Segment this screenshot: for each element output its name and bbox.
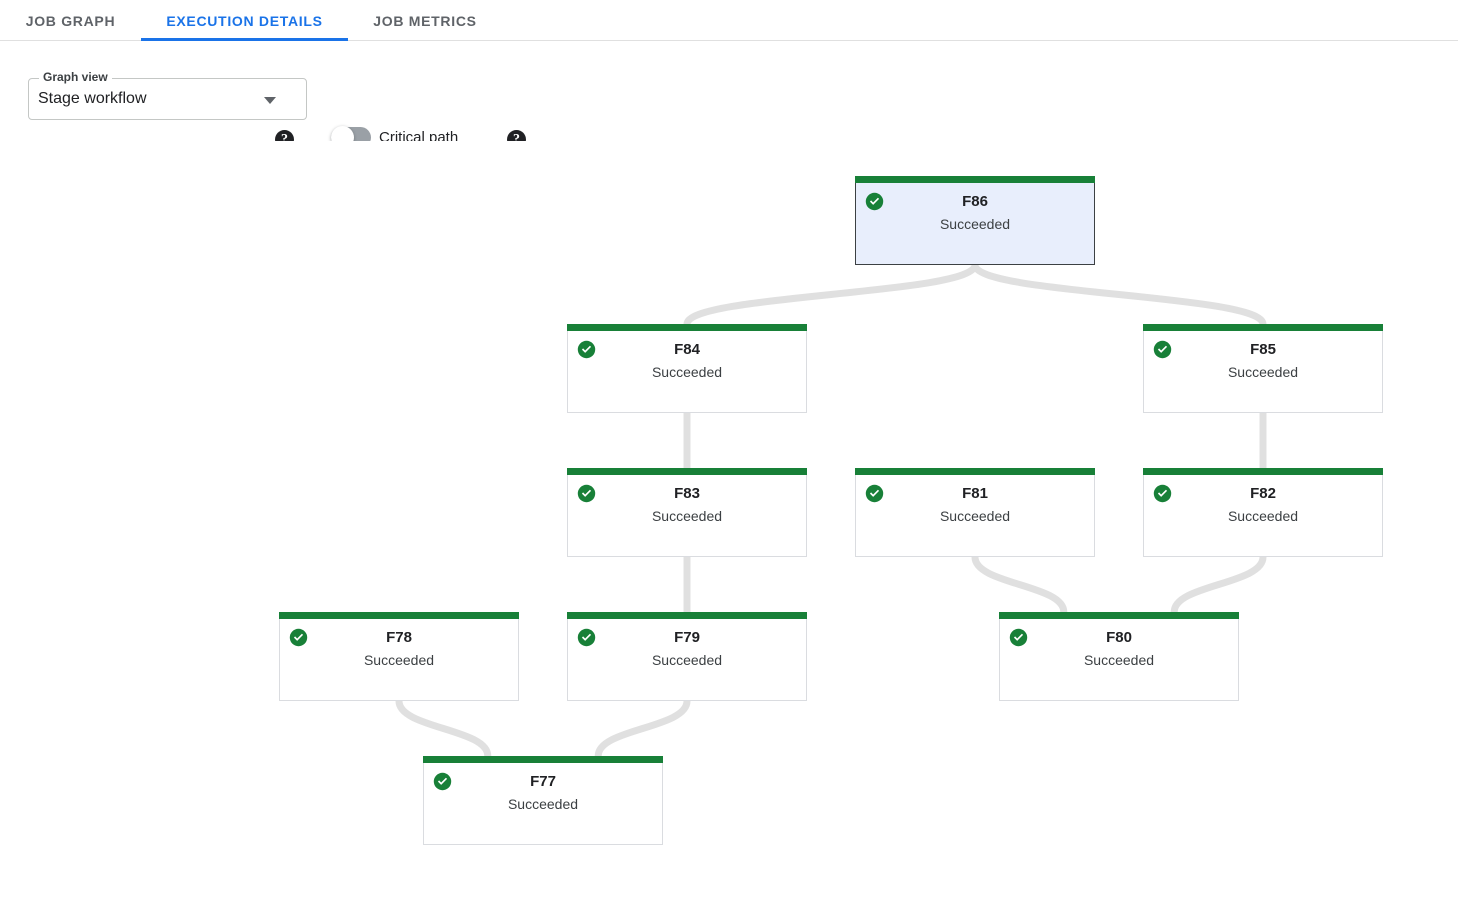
graph-view-selected-value: Stage workflow <box>38 90 147 107</box>
graph-edge-f79-to-f77 <box>594 700 691 757</box>
node-status-bar <box>999 612 1239 619</box>
node-title: F84 <box>674 341 700 358</box>
node-status-bar <box>1143 468 1383 475</box>
node-title: F80 <box>1106 629 1132 646</box>
node-title: F81 <box>962 485 988 502</box>
graph-edge-f86-to-f84 <box>683 263 979 326</box>
node-status-bar <box>279 612 519 619</box>
graph-edge-f78-to-f77 <box>395 700 492 757</box>
graph-edge-f81-to-f80 <box>971 556 1068 613</box>
node-status-bar <box>567 612 807 619</box>
tab-bar: JOB GRAPH EXECUTION DETAILS JOB METRICS <box>0 0 1458 41</box>
node-status-text: Succeeded <box>1227 508 1299 524</box>
graph-edge-f82-to-f80 <box>1170 556 1267 613</box>
check-circle-icon <box>865 484 884 503</box>
graph-view-field-label: Graph view <box>39 71 112 83</box>
node-status-bar <box>567 468 807 475</box>
tab-label: EXECUTION DETAILS <box>166 12 323 29</box>
node-status-text: Succeeded <box>1227 364 1299 380</box>
node-status-text: Succeeded <box>939 216 1011 232</box>
node-status-bar <box>855 468 1095 475</box>
check-circle-icon <box>577 340 596 359</box>
chevron-down-icon[interactable] <box>264 97 276 104</box>
check-circle-icon <box>577 628 596 647</box>
node-status-text: Succeeded <box>651 652 723 668</box>
node-title: F79 <box>674 629 700 646</box>
toolbar: Graph view Stage workflow ? Critical pat… <box>0 41 1458 149</box>
check-circle-icon <box>577 484 596 503</box>
node-status-bar <box>567 324 807 331</box>
check-circle-icon <box>433 772 452 791</box>
graph-edge-f86-to-f85 <box>971 263 1267 326</box>
tab-execution-details[interactable]: EXECUTION DETAILS <box>141 0 348 41</box>
tab-job-graph[interactable]: JOB GRAPH <box>12 0 129 41</box>
node-title: F83 <box>674 485 700 502</box>
node-status-text: Succeeded <box>1083 652 1155 668</box>
check-circle-icon <box>1153 340 1172 359</box>
check-circle-icon <box>1009 628 1028 647</box>
node-status-bar <box>1143 324 1383 331</box>
node-status-text: Succeeded <box>939 508 1011 524</box>
tab-job-metrics[interactable]: JOB METRICS <box>360 0 490 41</box>
node-title: F85 <box>1250 341 1276 358</box>
node-title: F77 <box>530 773 556 790</box>
node-title: F82 <box>1250 485 1276 502</box>
tab-active-underline <box>141 38 348 41</box>
tab-label: JOB GRAPH <box>25 12 116 29</box>
graph-view-select[interactable]: Graph view Stage workflow <box>28 71 307 120</box>
check-circle-icon <box>289 628 308 647</box>
node-status-text: Succeeded <box>507 796 579 812</box>
check-circle-icon <box>1153 484 1172 503</box>
check-circle-icon <box>865 192 884 211</box>
node-status-text: Succeeded <box>363 652 435 668</box>
node-status-bar <box>855 176 1095 183</box>
node-status-text: Succeeded <box>651 364 723 380</box>
node-status-bar <box>423 756 663 763</box>
tab-label: JOB METRICS <box>373 12 477 29</box>
node-status-text: Succeeded <box>651 508 723 524</box>
node-title: F78 <box>386 629 412 646</box>
node-title: F86 <box>962 193 988 210</box>
